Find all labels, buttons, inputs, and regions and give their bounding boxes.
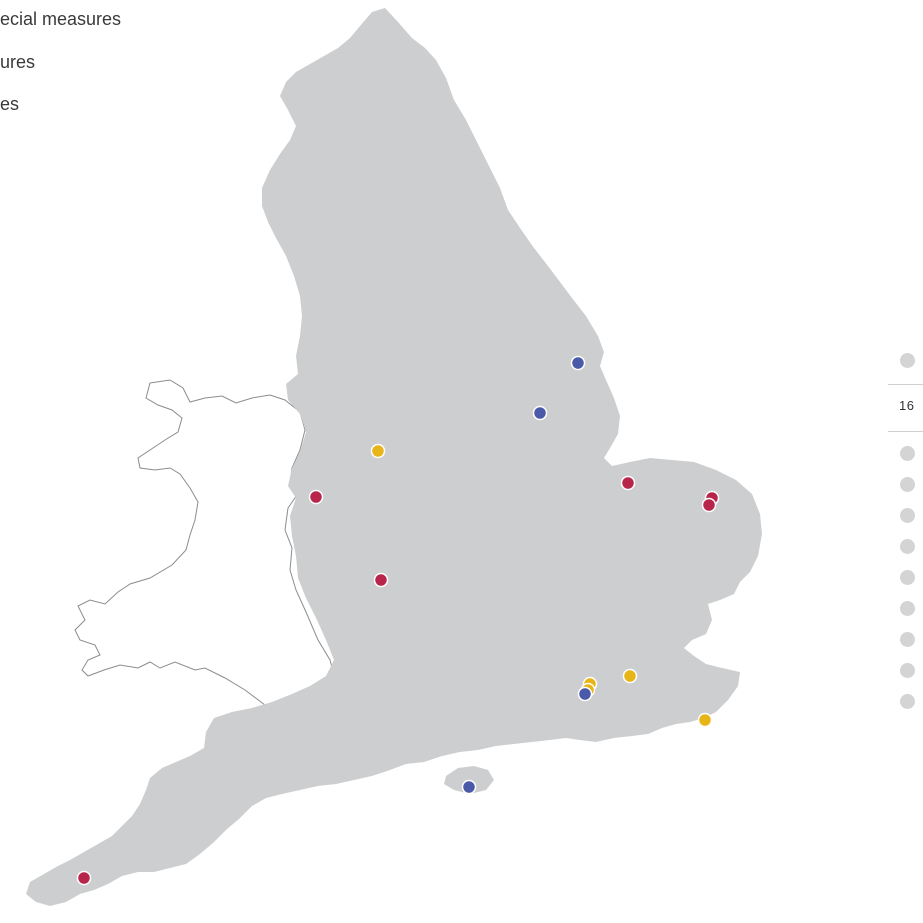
map-marker-yellow[interactable]	[697, 712, 713, 728]
panel-dot[interactable]	[900, 539, 915, 554]
panel-dot[interactable]	[900, 694, 915, 709]
panel-count: 16	[899, 398, 915, 413]
panel-dot[interactable]	[900, 353, 915, 368]
map-marker-blue[interactable]	[570, 355, 586, 371]
panel-divider-bottom	[888, 431, 923, 432]
map-marker-red[interactable]	[308, 489, 324, 505]
map-marker-red[interactable]	[76, 870, 92, 886]
wales-outline	[74, 379, 337, 706]
marker-layer	[76, 355, 720, 886]
map-marker-yellow[interactable]	[370, 443, 386, 459]
map-marker-blue[interactable]	[577, 686, 593, 702]
legend-label-category-2: ures	[0, 52, 36, 72]
map-marker-red[interactable]	[701, 497, 717, 513]
map-marker-red[interactable]	[620, 475, 636, 491]
panel-dot[interactable]	[900, 632, 915, 647]
panel-dot[interactable]	[900, 446, 915, 461]
map-marker-blue[interactable]	[532, 405, 548, 421]
legend-label-category-3: es	[0, 94, 20, 114]
map-marker-red[interactable]	[373, 572, 389, 588]
panel-dot[interactable]	[900, 663, 915, 678]
england-landmass	[26, 8, 762, 906]
map-marker-yellow[interactable]	[622, 668, 638, 684]
legend-label-special-measures: ecial measures	[0, 9, 122, 29]
panel-dot[interactable]	[900, 477, 915, 492]
panel-divider-top	[888, 384, 923, 385]
panel-dot[interactable]	[900, 570, 915, 585]
map-marker-blue[interactable]	[461, 779, 477, 795]
panel-dot[interactable]	[900, 508, 915, 523]
panel-dot[interactable]	[900, 601, 915, 616]
